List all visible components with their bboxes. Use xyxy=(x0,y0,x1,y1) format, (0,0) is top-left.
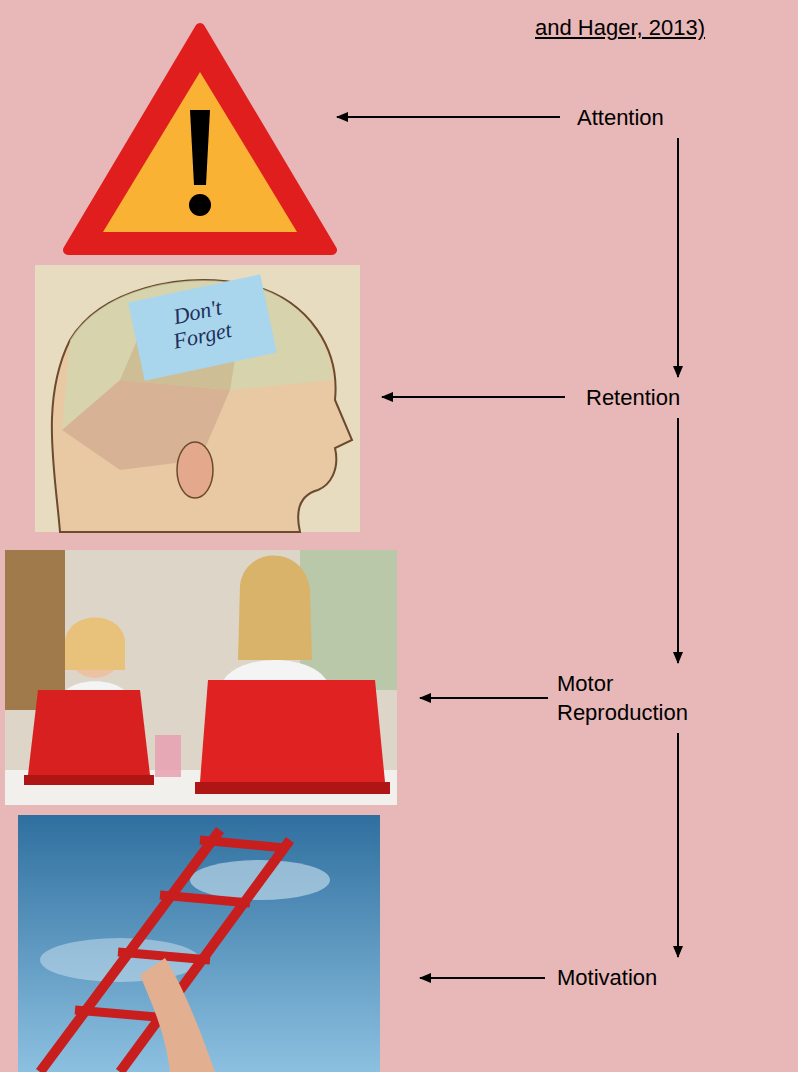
warning-sign xyxy=(68,28,332,250)
stage-text: Retention xyxy=(586,385,680,410)
stage-label: Retention xyxy=(582,381,684,414)
multitasking-photo xyxy=(5,550,397,805)
ladder-photo xyxy=(18,815,380,1072)
stage-label: Attention xyxy=(573,101,668,134)
flow-arrow xyxy=(677,418,679,663)
flow-arrow xyxy=(677,733,679,957)
brain-picture xyxy=(35,265,360,532)
flow-arrow xyxy=(677,138,679,377)
leader-arrows xyxy=(337,117,565,978)
stage-label: Motivation xyxy=(553,961,661,994)
stage-text: Motivation xyxy=(557,965,657,990)
stage-text: Attention xyxy=(577,105,664,130)
title: and Hager, 2013) xyxy=(535,14,705,42)
stage-label: Motor Reproduction xyxy=(553,667,731,729)
stage-text: Motor Reproduction xyxy=(557,671,688,725)
